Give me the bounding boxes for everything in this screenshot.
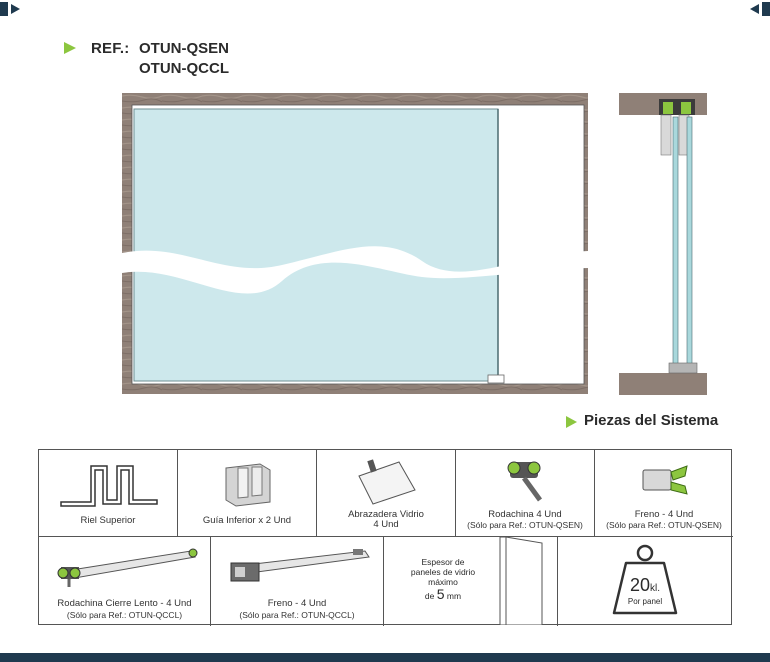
brake-rail-icon xyxy=(230,549,370,582)
weight-icon xyxy=(612,544,678,615)
thickness-text: Espesor de xyxy=(421,557,465,567)
part-note: (Sólo para Ref.: OTUN-QSEN) xyxy=(606,520,722,530)
brake-icon xyxy=(642,465,688,495)
thickness-unit: mm xyxy=(446,591,462,601)
part-note: (Sólo para Ref.: OTUN-QCCL) xyxy=(239,610,355,620)
part-name: 4 Und xyxy=(373,519,399,530)
footer-bar xyxy=(0,653,770,662)
side-section-illustration xyxy=(619,93,707,395)
weight-cell: 20kl. Por panel xyxy=(558,537,733,626)
part-note: (Sólo para Ref.: OTUN-QCCL) xyxy=(66,610,183,620)
ref-code: OTUN-QCCL xyxy=(139,60,229,77)
part-cell-freno-qsen: Freno - 4 Und (Sólo para Ref.: OTUN-QSEN… xyxy=(595,450,733,537)
thickness-text: máximo xyxy=(428,577,458,587)
part-name: Rodachina Cierre Lento - 4 Und xyxy=(57,598,192,609)
part-name: Riel Superior xyxy=(80,515,136,526)
part-cell-riel-superior: Riel Superior xyxy=(39,450,178,537)
glass-panel-edge-icon xyxy=(499,537,543,625)
corner-arrow-left-icon xyxy=(0,2,20,16)
part-cell-freno-qccl: Freno - 4 Und (Sólo para Ref.: OTUN-QCCL… xyxy=(211,537,384,626)
weight-value: 20 xyxy=(629,575,651,595)
thickness-text: paneles de vidrio xyxy=(410,567,476,577)
part-name: Guía Inferior x 2 Und xyxy=(202,515,292,526)
part-name: Rodachina 4 Und xyxy=(488,509,562,520)
bottom-guide-icon xyxy=(225,463,271,507)
part-cell-rodachina-cierre-lento: Rodachina Cierre Lento - 4 Und (Sólo par… xyxy=(39,537,211,626)
rail-icon xyxy=(60,465,158,507)
bullet-triangle-icon xyxy=(64,42,76,54)
thickness-value: 5 xyxy=(436,586,445,602)
part-cell-abrazadera: Abrazadera Vidrio 4 Und xyxy=(317,450,456,537)
part-note: (Sólo para Ref.: OTUN-QSEN) xyxy=(467,520,583,530)
ref-code: OTUN-QSEN xyxy=(139,40,229,57)
glass-thickness-cell: Espesor de paneles de vidrio máximo de 5… xyxy=(384,537,558,626)
corner-arrow-right-icon xyxy=(750,2,770,16)
thickness-prefix: de xyxy=(424,591,435,601)
glass-clamp-icon xyxy=(358,459,416,505)
part-name: Freno - 4 Und xyxy=(634,509,694,520)
soft-close-roller-icon xyxy=(57,548,198,587)
part-name: Abrazadera Vidrio xyxy=(348,509,424,520)
ref-label: REF.: xyxy=(91,40,130,57)
part-cell-guia-inferior: Guía Inferior x 2 Und xyxy=(178,450,317,537)
parts-table: Riel Superior Guía Inferior x 2 Und Abra… xyxy=(38,449,733,626)
weight-unit: kl. xyxy=(650,583,661,594)
roller-icon xyxy=(507,461,543,502)
front-view-illustration xyxy=(122,93,588,394)
bullet-triangle-icon xyxy=(566,416,577,428)
part-cell-rodachina: Rodachina 4 Und (Sólo para Ref.: OTUN-QS… xyxy=(456,450,595,537)
part-name: Freno - 4 Und xyxy=(267,598,327,609)
section-title: Piezas del Sistema xyxy=(584,412,719,429)
weight-caption: Por panel xyxy=(627,597,663,606)
